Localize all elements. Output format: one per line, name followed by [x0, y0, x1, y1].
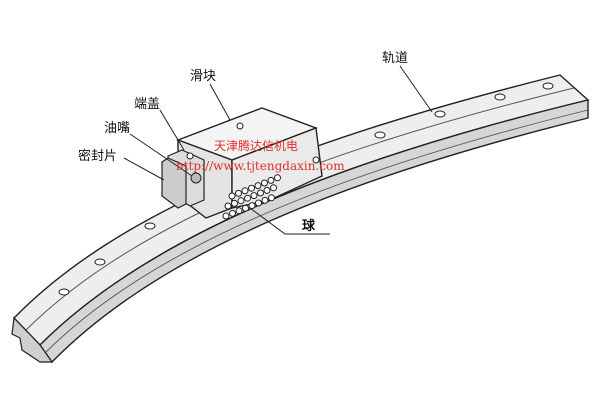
ball — [248, 184, 255, 192]
label-slider: 滑块 — [190, 69, 216, 84]
leader-ball — [249, 207, 330, 235]
ball — [244, 194, 251, 202]
rail-end-profile — [11, 316, 54, 363]
ball — [228, 192, 236, 200]
leader-grease-nipple — [129, 133, 193, 177]
slider-block — [161, 107, 323, 219]
watermark-line1: 天津腾达信机电 — [214, 138, 298, 153]
leader-slider — [209, 83, 231, 121]
ball — [231, 199, 238, 207]
grease-nipple-icon — [190, 172, 202, 184]
ball — [261, 196, 269, 204]
rail-hole — [542, 82, 554, 90]
ball — [267, 176, 275, 184]
slider-bolt-hole — [236, 122, 244, 130]
ball — [257, 189, 264, 197]
ball — [235, 189, 242, 197]
ball — [250, 192, 258, 200]
rail-hole — [374, 131, 386, 139]
label-ball: 球 — [302, 218, 316, 234]
ball-rows — [222, 174, 281, 220]
slider-bolt-hole — [312, 156, 320, 164]
rail-hole — [434, 110, 446, 118]
ball — [229, 209, 236, 217]
ball — [268, 194, 275, 202]
label-rail: 轨道 — [382, 51, 408, 66]
ball — [254, 182, 262, 190]
ball — [237, 197, 245, 205]
rail-hole — [58, 288, 70, 296]
ball — [224, 202, 232, 210]
watermark-line2: http://www.tjtengdaxin.com — [176, 159, 345, 173]
ball — [274, 174, 281, 182]
seal-plate — [161, 157, 187, 209]
label-grease-nipple: 油嘴 — [104, 121, 130, 136]
rail-groove-line-2 — [45, 109, 589, 353]
rail — [11, 74, 590, 364]
ball — [242, 204, 249, 212]
leader-lines — [123, 65, 433, 235]
label-seal: 密封片 — [78, 148, 117, 164]
rail-hole — [144, 222, 156, 230]
label-end-cap: 端盖 — [134, 97, 160, 112]
slider-bolt-hole — [186, 152, 194, 160]
rail-hole — [94, 258, 106, 266]
ball — [248, 202, 256, 210]
leader-rail — [399, 65, 433, 113]
rail-hole — [494, 93, 506, 101]
leader-seal — [123, 157, 165, 181]
rail-side-face — [39, 99, 589, 364]
ball — [222, 212, 230, 220]
ball — [241, 187, 249, 195]
ball — [255, 199, 262, 207]
ball — [263, 186, 271, 194]
leader-end-cap — [159, 109, 185, 151]
ball — [270, 184, 277, 192]
ball — [235, 207, 243, 215]
ball — [261, 179, 268, 187]
